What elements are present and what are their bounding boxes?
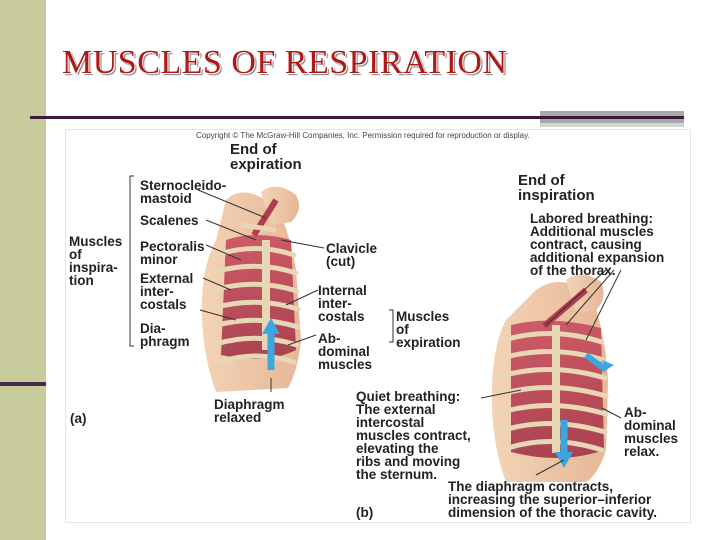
- label-pectoralis-minor: Pectoralis minor: [140, 239, 205, 267]
- panel-b-leader-lines: [480, 269, 622, 476]
- panel-b-torso: [491, 274, 614, 482]
- label-labored-breathing: Labored breathing: Additional muscles co…: [530, 211, 665, 278]
- label-abdominal-muscles: Ab- dominal muscles: [318, 331, 373, 372]
- label-diaphragm-contracts: The diaphragm contracts, increasing the …: [448, 479, 658, 520]
- label-abdominal-muscles-relax: Ab- dominal muscles relax.: [624, 405, 679, 459]
- label-panel-b: (b): [356, 505, 374, 520]
- label-scalenes: Scalenes: [140, 213, 199, 228]
- label-diaphragm: Dia- phragm: [140, 321, 190, 349]
- label-diaphragm-relaxed: Diaphragm relaxed: [214, 397, 285, 425]
- label-external-intercostals: External inter- costals: [140, 271, 194, 312]
- side-band: [0, 0, 46, 540]
- label-internal-intercostals: Internal inter- costals: [318, 283, 367, 324]
- rule-accent-shadow: [540, 123, 684, 127]
- label-end-of-inspiration: End of inspiration: [518, 172, 595, 204]
- label-end-of-expiration: End of expiration: [230, 141, 302, 173]
- slide-title: MUSCLES OF RESPIRATION: [62, 44, 508, 81]
- anatomy-illustration: [129, 175, 622, 482]
- copyright-notice: Copyright © The McGraw-Hill Companies, I…: [196, 131, 530, 140]
- title-rule: [30, 116, 684, 119]
- label-sternocleidomastoid: Sternocleido- mastoid: [140, 178, 227, 206]
- side-band-accent: [0, 382, 46, 386]
- panel-a-leader-lines: [129, 175, 394, 392]
- label-quiet-breathing: Quiet breathing: The external intercosta…: [356, 389, 471, 482]
- label-clavicle: Clavicle (cut): [326, 241, 378, 269]
- label-muscles-of-inspiration: Muscles of inspira- tion: [69, 234, 123, 288]
- label-muscles-of-expiration: Muscles of expiration: [396, 309, 461, 350]
- panel-a-torso: [201, 186, 301, 392]
- label-panel-a: (a): [70, 411, 87, 426]
- respiration-figure: Copyright © The McGraw-Hill Companies, I…: [66, 130, 690, 522]
